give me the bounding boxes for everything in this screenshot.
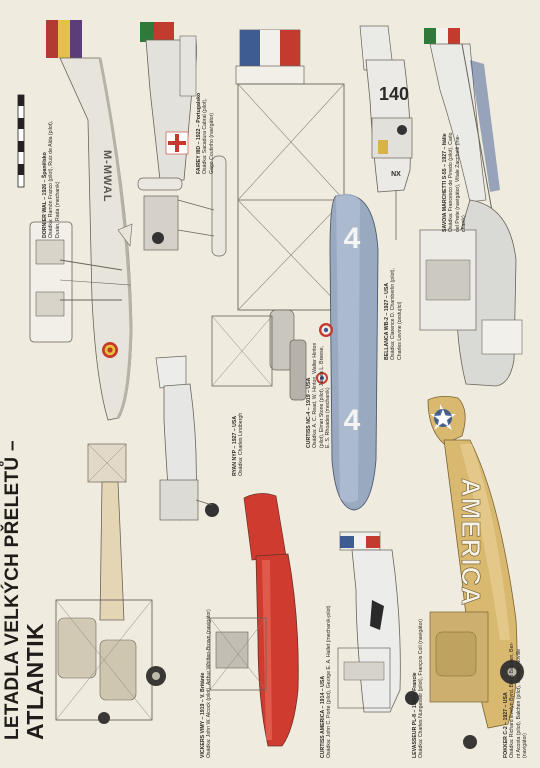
caption-line: Osádka: Charles Nungesser (pilot), Franç… (418, 619, 425, 758)
caption-line: Osádka: Ramón Franco (pilot), Ruiz de Al… (48, 120, 55, 238)
bellanca-registration: NX (391, 171, 401, 178)
caption-line: (navigátor) (522, 733, 529, 758)
caption-ryan: RYAN NYP – 1927 – USA Osádka: Charles Li… (232, 413, 245, 476)
bellanca-number: 140 (379, 84, 409, 104)
caption-fairey: FAIREY IIID – 1922 – Portugalsko Osádka:… (196, 93, 215, 174)
caption-savoia: SAVOIA MARCHETTI S-55 – 1927 – Itálie Os… (442, 133, 468, 232)
fairey-iiid-illustration (137, 22, 227, 257)
caption-levasseur: LEVASSEUR PL-8 – 1927 – Francie Osádka: … (412, 619, 425, 758)
dornier-registration: M-MWAL (101, 150, 113, 202)
caption-line: Osádka: John W. Alcock (pilot), Arthur W… (206, 609, 213, 758)
curtiss-america-illustration (209, 493, 299, 747)
nc4-number-bottom: 4 (344, 404, 361, 437)
caption-dornier: DORNIER WAL – 1926 – Španělsko Osádka: R… (42, 121, 61, 238)
caption-line: Durán, Rada (mechanik) (54, 181, 61, 238)
scale-bar (17, 94, 25, 188)
savoia-s55-illustration (419, 28, 523, 387)
caption-line: Osádka: John C. Porte (pilot), George E.… (326, 605, 333, 758)
levasseur-pl8-illustration (337, 531, 419, 713)
caption-line: Osádka: Sacadura Cabral (pilot), (202, 98, 209, 174)
dornier-wal-illustration: M-MWAL (29, 20, 133, 421)
caption-line: E. S. Rhoades (mechanik) (325, 387, 332, 448)
fokker-name-marking: AMERICA (456, 478, 486, 606)
caption-line: Osádka: Francesco de Pinedo (pilot), Car… (448, 132, 455, 232)
caption-line: Osádka: Charles Lindbergh (238, 412, 245, 476)
caption-vickers: VICKERS VIMY – 1919 – V. Británie Osádka… (200, 609, 213, 758)
vickers-vimy-illustration (55, 443, 166, 724)
caption-line: Gago Coutinho (navigátor) (208, 112, 215, 174)
bellanca-illustration: 140 NX (359, 25, 413, 240)
caption-line: Charles Levine (cestující) (396, 301, 403, 360)
nc4-number-top: 4 (344, 222, 361, 255)
caption-line: Osádka: Clarence D. Chamberlin (pilot), (390, 268, 397, 360)
fokker-c2-illustration: AMERICA (427, 396, 524, 749)
caption-line: chanik) (461, 215, 468, 232)
curtiss-nc4-illustration: 4 4 (211, 29, 379, 511)
page-title-line-1: LETADLA VELKÝCH PŘELETŮ – (2, 440, 23, 740)
caption-curtiss-nc4: CURTISS NC-4 – 1919 – USA Osádka: A. C. … (306, 343, 332, 448)
caption-curtiss-america: CURTISS AMERICA – 1914 – USA Osádka: Joh… (320, 605, 333, 758)
caption-line: Osádka: Richard Evelyn Byrd, Bernt Balch… (509, 642, 516, 758)
caption-line: Osádka: A. C. Read, W. Hinton, Walter Hi… (312, 342, 319, 448)
page-title: LETADLA VELKÝCH PŘELETŮ – ATLANTIK (2, 440, 48, 740)
ryan-nyp-illustration (155, 355, 219, 521)
page-title-line-2: ATLANTIK (22, 622, 48, 740)
caption-bellanca: BELLANCA WB-2 – 1927 – USA Osádka: Clare… (384, 268, 403, 360)
caption-fokker: FOKKER C-2 – 1927 – USA Osádka: Richard … (503, 642, 529, 758)
